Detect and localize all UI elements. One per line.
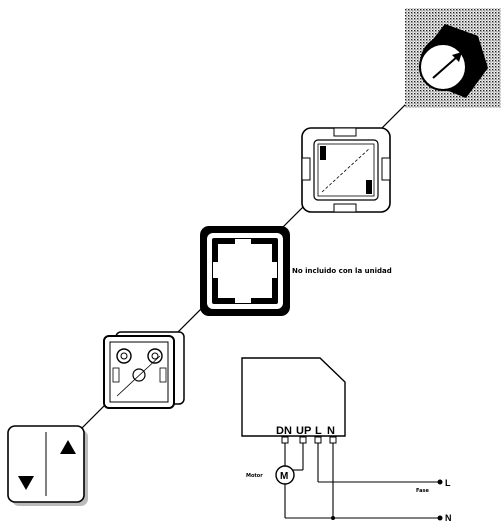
control-module	[103, 331, 185, 409]
wiring-module-box	[241, 357, 346, 437]
terminal-dn: DN	[276, 425, 292, 437]
junction-dot	[331, 516, 335, 520]
mounting-frame	[301, 127, 391, 213]
live-label: L	[445, 478, 451, 488]
cover-frame	[200, 226, 290, 316]
down-arrow-icon	[18, 476, 34, 490]
terminal-posts	[281, 436, 337, 444]
wiring-lines	[284, 443, 438, 519]
terminal-n: N	[327, 425, 335, 437]
motor-label: Motor	[246, 473, 263, 479]
phase-label: Fase	[416, 488, 429, 494]
neutral-label: N	[445, 513, 452, 522]
terminal-up: UP	[296, 425, 311, 437]
rocker-button	[7, 425, 88, 506]
live-terminal-dot	[437, 479, 443, 485]
up-arrow-icon	[60, 440, 76, 454]
rotary-knob-icon	[419, 24, 488, 98]
terminal-l: L	[315, 425, 322, 437]
motor-symbol-letter: M	[280, 471, 288, 482]
neutral-terminal-dot	[437, 515, 443, 521]
motor-symbol	[275, 465, 295, 485]
not-included-label: No incluido con la unidad	[292, 267, 392, 275]
